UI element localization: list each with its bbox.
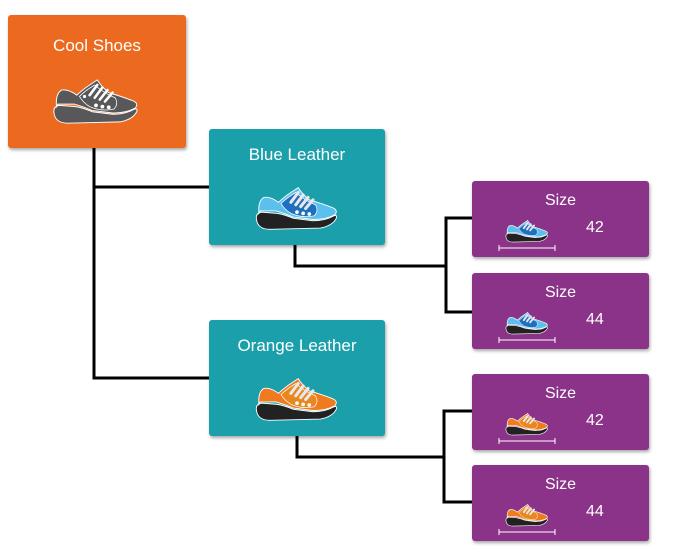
node-title: Cool Shoes [53, 36, 141, 55]
size-label: Size [544, 385, 577, 402]
shoe-icon-orange [255, 377, 338, 421]
node-blue-size-42[interactable]: Size 42 [472, 181, 649, 257]
node-cool-shoes[interactable]: Cool Shoes [8, 15, 186, 148]
node-orange-size-42[interactable]: Size 42 [472, 374, 649, 450]
shoe-icon-blue [505, 220, 548, 243]
connector-orange-to-sizes [295, 433, 446, 459]
shoe-icon-blue [255, 186, 338, 230]
size-value: 42 [586, 412, 604, 429]
connector-orange-size-44 [442, 455, 474, 504]
connector-orange-size-42 [442, 409, 474, 459]
measure-ruler-icon [498, 438, 556, 444]
node-blue-size-44[interactable]: Size 44 [472, 273, 649, 349]
connector-blue-size-44 [444, 264, 474, 314]
size-label: Size [544, 284, 577, 301]
node-title: Blue Leather [248, 145, 346, 164]
shoe-icon-gray [52, 78, 139, 125]
measure-ruler-icon [498, 245, 556, 251]
node-blue-leather[interactable]: Blue Leather [209, 129, 385, 245]
size-value: 44 [586, 311, 604, 328]
node-orange-leather[interactable]: Orange Leather [209, 320, 385, 436]
node-orange-size-44[interactable]: Size 44 [472, 465, 649, 541]
shoe-icon-orange [505, 504, 548, 527]
connector-blue-to-sizes [293, 243, 448, 268]
size-value: 42 [586, 219, 604, 236]
measure-ruler-icon [498, 529, 556, 535]
connector-blue-size-42 [444, 216, 474, 268]
connector-root-to-blue [92, 146, 211, 189]
node-title: Orange Leather [237, 336, 357, 355]
size-label: Size [544, 476, 577, 493]
size-label: Size [544, 192, 577, 209]
measure-ruler-icon [498, 337, 556, 343]
size-value: 44 [586, 503, 604, 520]
connector-root-to-orange [92, 185, 211, 380]
shoe-icon-blue [505, 312, 548, 335]
shoe-icon-orange [505, 413, 548, 436]
